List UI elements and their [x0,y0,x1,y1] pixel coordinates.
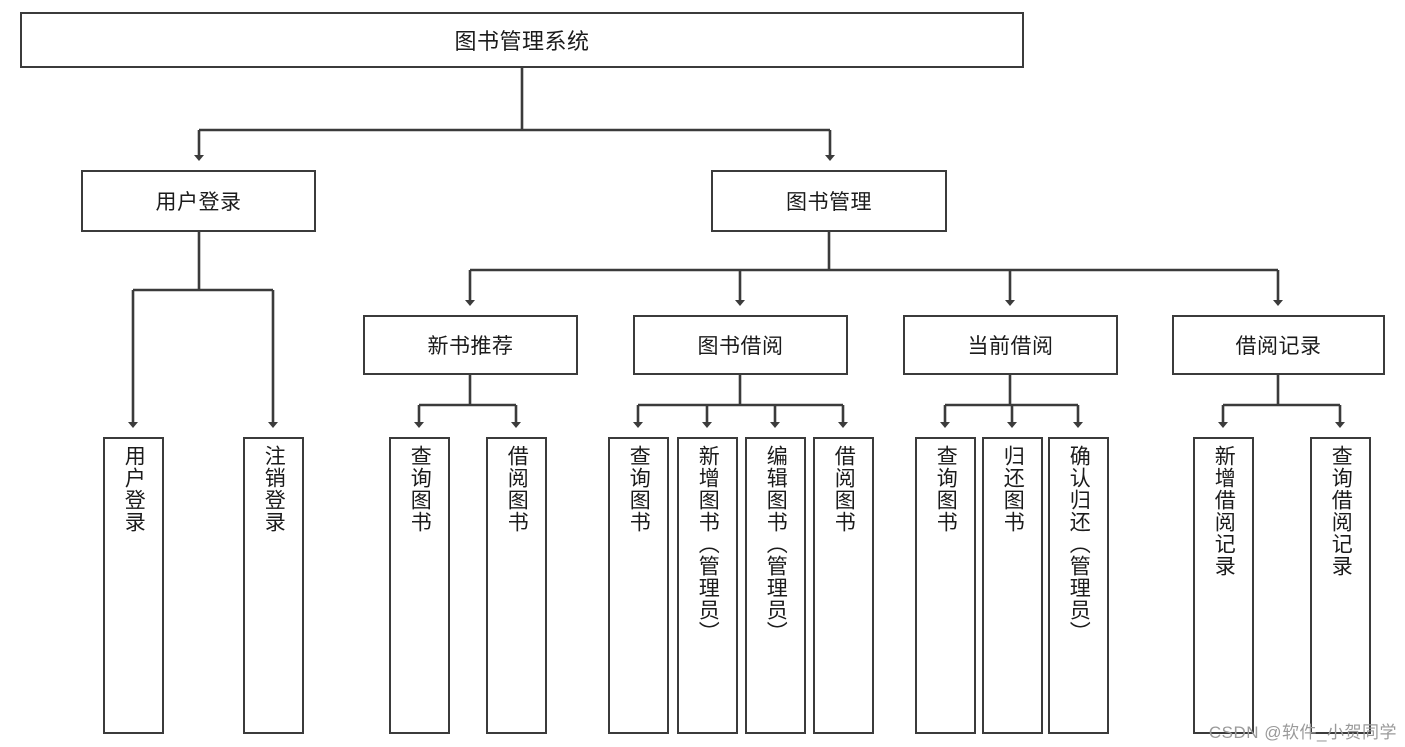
node-book-borrow[interactable]: 图书借阅 [633,315,848,375]
node-book-borrow-label: 图书借阅 [697,335,784,358]
leaf-record-query-record[interactable]: 查询借阅记录 [1310,437,1371,734]
node-borrow-record[interactable]: 借阅记录 [1172,315,1385,375]
node-user-login-label: 用户登录 [155,191,242,214]
node-new-book-recommend-label: 新书推荐 [427,335,514,358]
node-book-management-label: 图书管理 [786,191,872,214]
leaf-current-return-book-label: 归还图书 [1001,445,1025,533]
node-book-management[interactable]: 图书管理 [711,170,947,232]
leaf-borrow-borrow-book-label: 借阅图书 [832,445,856,533]
leaf-newbook-borrow-book-label: 借阅图书 [505,445,529,533]
leaf-borrow-borrow-book[interactable]: 借阅图书 [813,437,874,734]
leaf-newbook-borrow-book[interactable]: 借阅图书 [486,437,547,734]
node-borrow-record-label: 借阅记录 [1235,335,1322,358]
leaf-record-query-record-label: 查询借阅记录 [1329,445,1353,577]
node-root-label: 图书管理系统 [454,29,590,54]
leaf-current-confirm-return[interactable]: 确认归还（管理员） [1048,437,1109,734]
leaf-newbook-query-book-label: 查询图书 [408,445,432,533]
watermark: CSDN @软件_小贺同学 [1208,723,1397,742]
leaf-record-add-record-label: 新增借阅记录 [1212,445,1236,577]
leaf-borrow-query-book[interactable]: 查询图书 [608,437,669,734]
node-current-borrow[interactable]: 当前借阅 [903,315,1118,375]
node-new-book-recommend[interactable]: 新书推荐 [363,315,578,375]
leaf-current-query-book-label: 查询图书 [934,445,958,533]
leaf-current-return-book[interactable]: 归还图书 [982,437,1043,734]
leaf-record-add-record[interactable]: 新增借阅记录 [1193,437,1254,734]
leaf-user-login-label: 用户登录 [122,445,146,533]
leaf-user-login[interactable]: 用户登录 [103,437,164,734]
leaf-current-confirm-return-label: 确认归还（管理员） [1067,445,1091,643]
leaf-borrow-edit-book[interactable]: 编辑图书（管理员） [745,437,806,734]
leaf-logout[interactable]: 注销登录 [243,437,304,734]
leaf-current-query-book[interactable]: 查询图书 [915,437,976,734]
leaf-logout-label: 注销登录 [262,445,286,533]
leaf-borrow-add-book[interactable]: 新增图书（管理员） [677,437,738,734]
leaf-newbook-query-book[interactable]: 查询图书 [389,437,450,734]
node-current-borrow-label: 当前借阅 [967,335,1054,358]
node-user-login[interactable]: 用户登录 [81,170,316,232]
leaf-borrow-query-book-label: 查询图书 [627,445,651,533]
node-root[interactable]: 图书管理系统 [20,12,1024,68]
leaf-borrow-edit-book-label: 编辑图书（管理员） [764,445,788,643]
leaf-borrow-add-book-label: 新增图书（管理员） [696,445,720,643]
